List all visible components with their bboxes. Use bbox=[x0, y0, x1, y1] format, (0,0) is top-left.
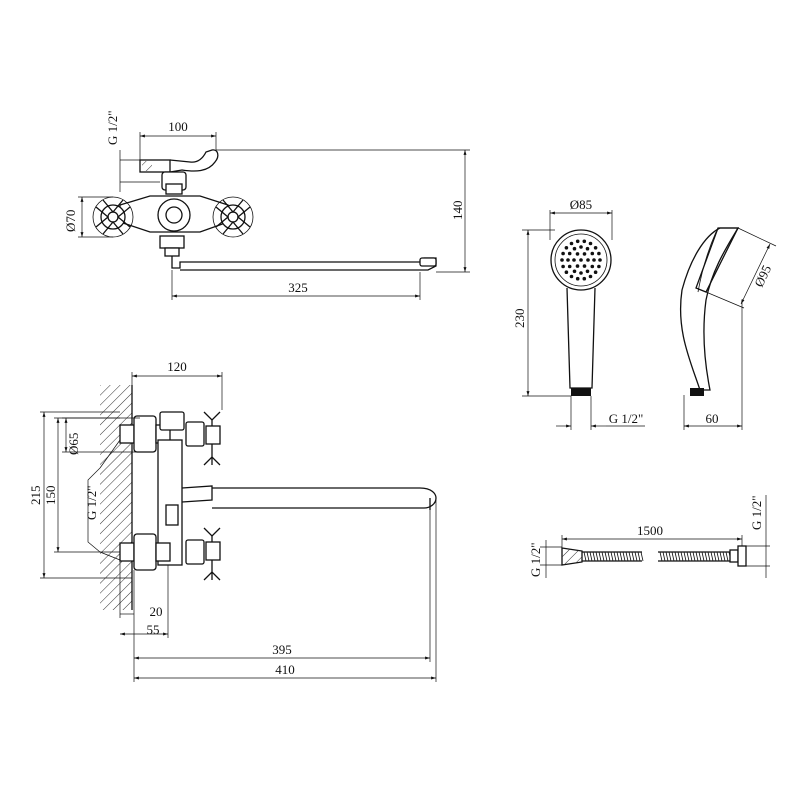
nozzle-hole bbox=[582, 239, 587, 244]
nozzle-hole bbox=[564, 270, 569, 275]
nozzle-hole bbox=[586, 258, 590, 262]
nozzle-hole bbox=[566, 258, 570, 262]
dim-55: 55 bbox=[147, 622, 160, 637]
nozzle-hole bbox=[598, 258, 602, 262]
dim-410: 410 bbox=[275, 662, 295, 677]
dim-diameter-85: Ø85 bbox=[570, 197, 592, 212]
nozzle-hole bbox=[593, 270, 598, 275]
nozzle-hole bbox=[564, 246, 569, 250]
nozzle-hole bbox=[579, 258, 583, 262]
shower-head-front: Ø85 230 G 1/2" bbox=[512, 197, 645, 430]
nozzle-hole bbox=[561, 251, 565, 256]
hose-thread-left: G 1/2" bbox=[528, 542, 543, 577]
nozzle-hole bbox=[590, 251, 595, 256]
nozzle-hole bbox=[575, 276, 580, 281]
dim-395: 395 bbox=[272, 642, 292, 657]
dim-150: 150 bbox=[43, 486, 58, 506]
dim-diameter-65: Ø65 bbox=[66, 433, 81, 455]
mixer-front-view: G 1/2" 100 bbox=[63, 110, 470, 300]
nozzle-hole bbox=[575, 264, 580, 268]
nozzle-hole bbox=[569, 274, 574, 279]
nozzle-hole bbox=[575, 252, 580, 256]
shower-head-side: Ø95 60 bbox=[679, 227, 777, 430]
hose-coil-right bbox=[658, 551, 732, 562]
dim-length-1500: 1500 bbox=[637, 523, 663, 538]
dim-depth-60: 60 bbox=[706, 411, 719, 426]
nozzle-hole bbox=[588, 274, 593, 279]
nozzle-hole bbox=[597, 251, 601, 256]
nozzle-hole bbox=[585, 269, 590, 274]
dim-depth-120: 120 bbox=[167, 359, 187, 374]
nozzle-hole bbox=[582, 264, 587, 268]
top-thread-label: G 1/2" bbox=[105, 110, 120, 145]
nozzle-hole bbox=[572, 258, 576, 262]
right-cross-handle bbox=[212, 196, 254, 238]
dim-width-100: 100 bbox=[168, 119, 188, 134]
nozzle-hole bbox=[597, 264, 601, 269]
hose-thread-right: G 1/2" bbox=[749, 495, 764, 530]
nozzle-hole bbox=[588, 241, 593, 246]
dim-height-140: 140 bbox=[450, 201, 465, 221]
dim-length-230: 230 bbox=[512, 309, 527, 329]
nozzle-hole bbox=[569, 241, 574, 246]
nozzle-hole bbox=[561, 264, 565, 269]
nozzle-hole bbox=[582, 276, 587, 281]
dim-spout-325: 325 bbox=[288, 280, 308, 295]
nozzle-hole bbox=[567, 251, 572, 256]
dim-20: 20 bbox=[150, 604, 163, 619]
nozzle-hole bbox=[579, 271, 583, 275]
shower-hose: G 1/2" 1500 G 1/2" bbox=[528, 495, 770, 578]
nozzle-hole bbox=[560, 258, 564, 262]
nozzle-hole bbox=[593, 246, 598, 250]
mixer-side-view: 120 Ø65 bbox=[28, 359, 437, 682]
nozzle-hole bbox=[590, 264, 595, 269]
dim-diameter-70: Ø70 bbox=[63, 210, 78, 232]
nozzle-hole bbox=[575, 239, 580, 244]
side-thread-label: G 1/2" bbox=[84, 485, 99, 520]
nozzle-hole bbox=[572, 246, 577, 251]
nozzle-hole bbox=[582, 252, 587, 256]
hose-coil-left bbox=[582, 551, 644, 562]
nozzle-hole bbox=[579, 245, 583, 249]
nozzle-hole bbox=[585, 246, 590, 251]
dim-215: 215 bbox=[28, 486, 43, 506]
nozzle-hole bbox=[592, 258, 596, 262]
shower-nozzle-holes bbox=[560, 239, 602, 281]
nozzle-hole bbox=[572, 269, 577, 274]
shower-thread-label: G 1/2" bbox=[609, 411, 644, 426]
left-cross-handle bbox=[92, 196, 134, 238]
nozzle-hole bbox=[567, 264, 572, 269]
dim-diameter-95: Ø95 bbox=[751, 263, 774, 290]
